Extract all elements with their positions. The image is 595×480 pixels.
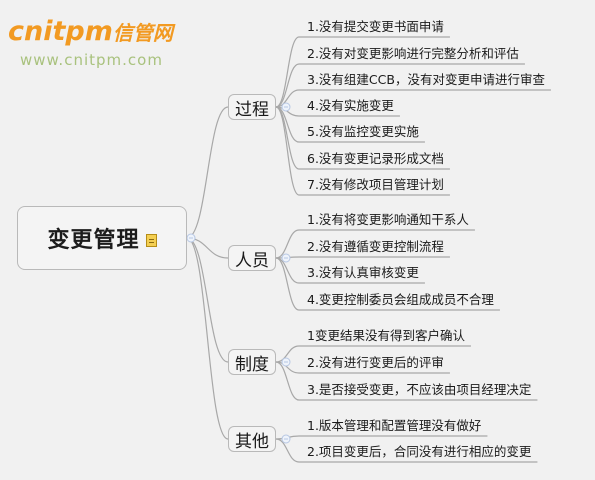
- watermark-brand-cn: 信管网: [112, 21, 173, 45]
- branch-leaf-connector: [275, 36, 300, 108]
- leaf-item[interactable]: 2.没有遵循变更控制流程: [307, 239, 444, 254]
- leaf-item[interactable]: 2.没有对变更影响进行完整分析和评估: [307, 46, 519, 61]
- leaf-item[interactable]: 1.没有将变更影响通知干系人: [307, 212, 469, 227]
- branch-node[interactable]: 人员: [228, 245, 276, 271]
- branch-leaf-connector: [275, 63, 300, 108]
- watermark-url: www.cnitpm.com: [20, 51, 163, 69]
- leaf-item[interactable]: 6.没有变更记录形成文档: [307, 151, 444, 166]
- leaf-item[interactable]: 4.变更控制委员会组成成员不合理: [307, 292, 494, 307]
- leaf-item[interactable]: 5.没有监控变更实施: [307, 124, 419, 139]
- root-node[interactable]: 变更管理: [17, 206, 187, 270]
- root-branch-connector: [186, 237, 229, 363]
- branch-leaf-connector: [275, 89, 300, 108]
- branch-leaf-connector: [275, 361, 300, 401]
- watermark-brand: cnitpm: [8, 16, 113, 47]
- leaf-item[interactable]: 3.是否接受变更，不应该由项目经理决定: [307, 382, 532, 397]
- leaf-item[interactable]: 1.版本管理和配置管理没有做好: [307, 418, 482, 433]
- branch-label: 其他: [235, 431, 269, 452]
- root-branch-connector: [186, 106, 229, 239]
- branch-leaf-connector: [275, 257, 300, 311]
- leaf-item[interactable]: 7.没有修改项目管理计划: [307, 177, 444, 192]
- branch-label: 制度: [235, 354, 269, 375]
- leaf-item[interactable]: 2.项目变更后，合同没有进行相应的变更: [307, 444, 532, 459]
- branch-node[interactable]: 制度: [228, 349, 276, 375]
- branch-label: 人员: [235, 250, 269, 271]
- leaf-item[interactable]: 1变更结果没有得到客户确认: [307, 328, 465, 343]
- branch-leaf-connector: [275, 106, 300, 196]
- watermark-logo: cnitpm信管网: [8, 18, 173, 45]
- root-branch-connector: [186, 237, 229, 440]
- branch-leaf-connector: [275, 106, 300, 170]
- leaf-item[interactable]: 3.没有认真审核变更: [307, 265, 419, 280]
- root-label: 变更管理: [47, 228, 140, 253]
- leaf-item[interactable]: 1.没有提交变更书面申请: [307, 19, 444, 34]
- branch-node[interactable]: 过程: [228, 94, 276, 120]
- leaf-item[interactable]: 3.没有组建CCB，没有对变更申请进行审查: [307, 72, 545, 87]
- branch-leaf-connector: [275, 229, 300, 259]
- branch-leaf-connector: [275, 438, 300, 463]
- branch-node[interactable]: 其他: [228, 426, 276, 452]
- branch-label: 过程: [235, 99, 269, 120]
- leaf-item[interactable]: 2.没有进行变更后的评审: [307, 355, 444, 370]
- note-icon: [145, 233, 157, 247]
- leaf-item[interactable]: 4.没有实施变更: [307, 98, 394, 113]
- branch-leaf-connector: [275, 345, 300, 363]
